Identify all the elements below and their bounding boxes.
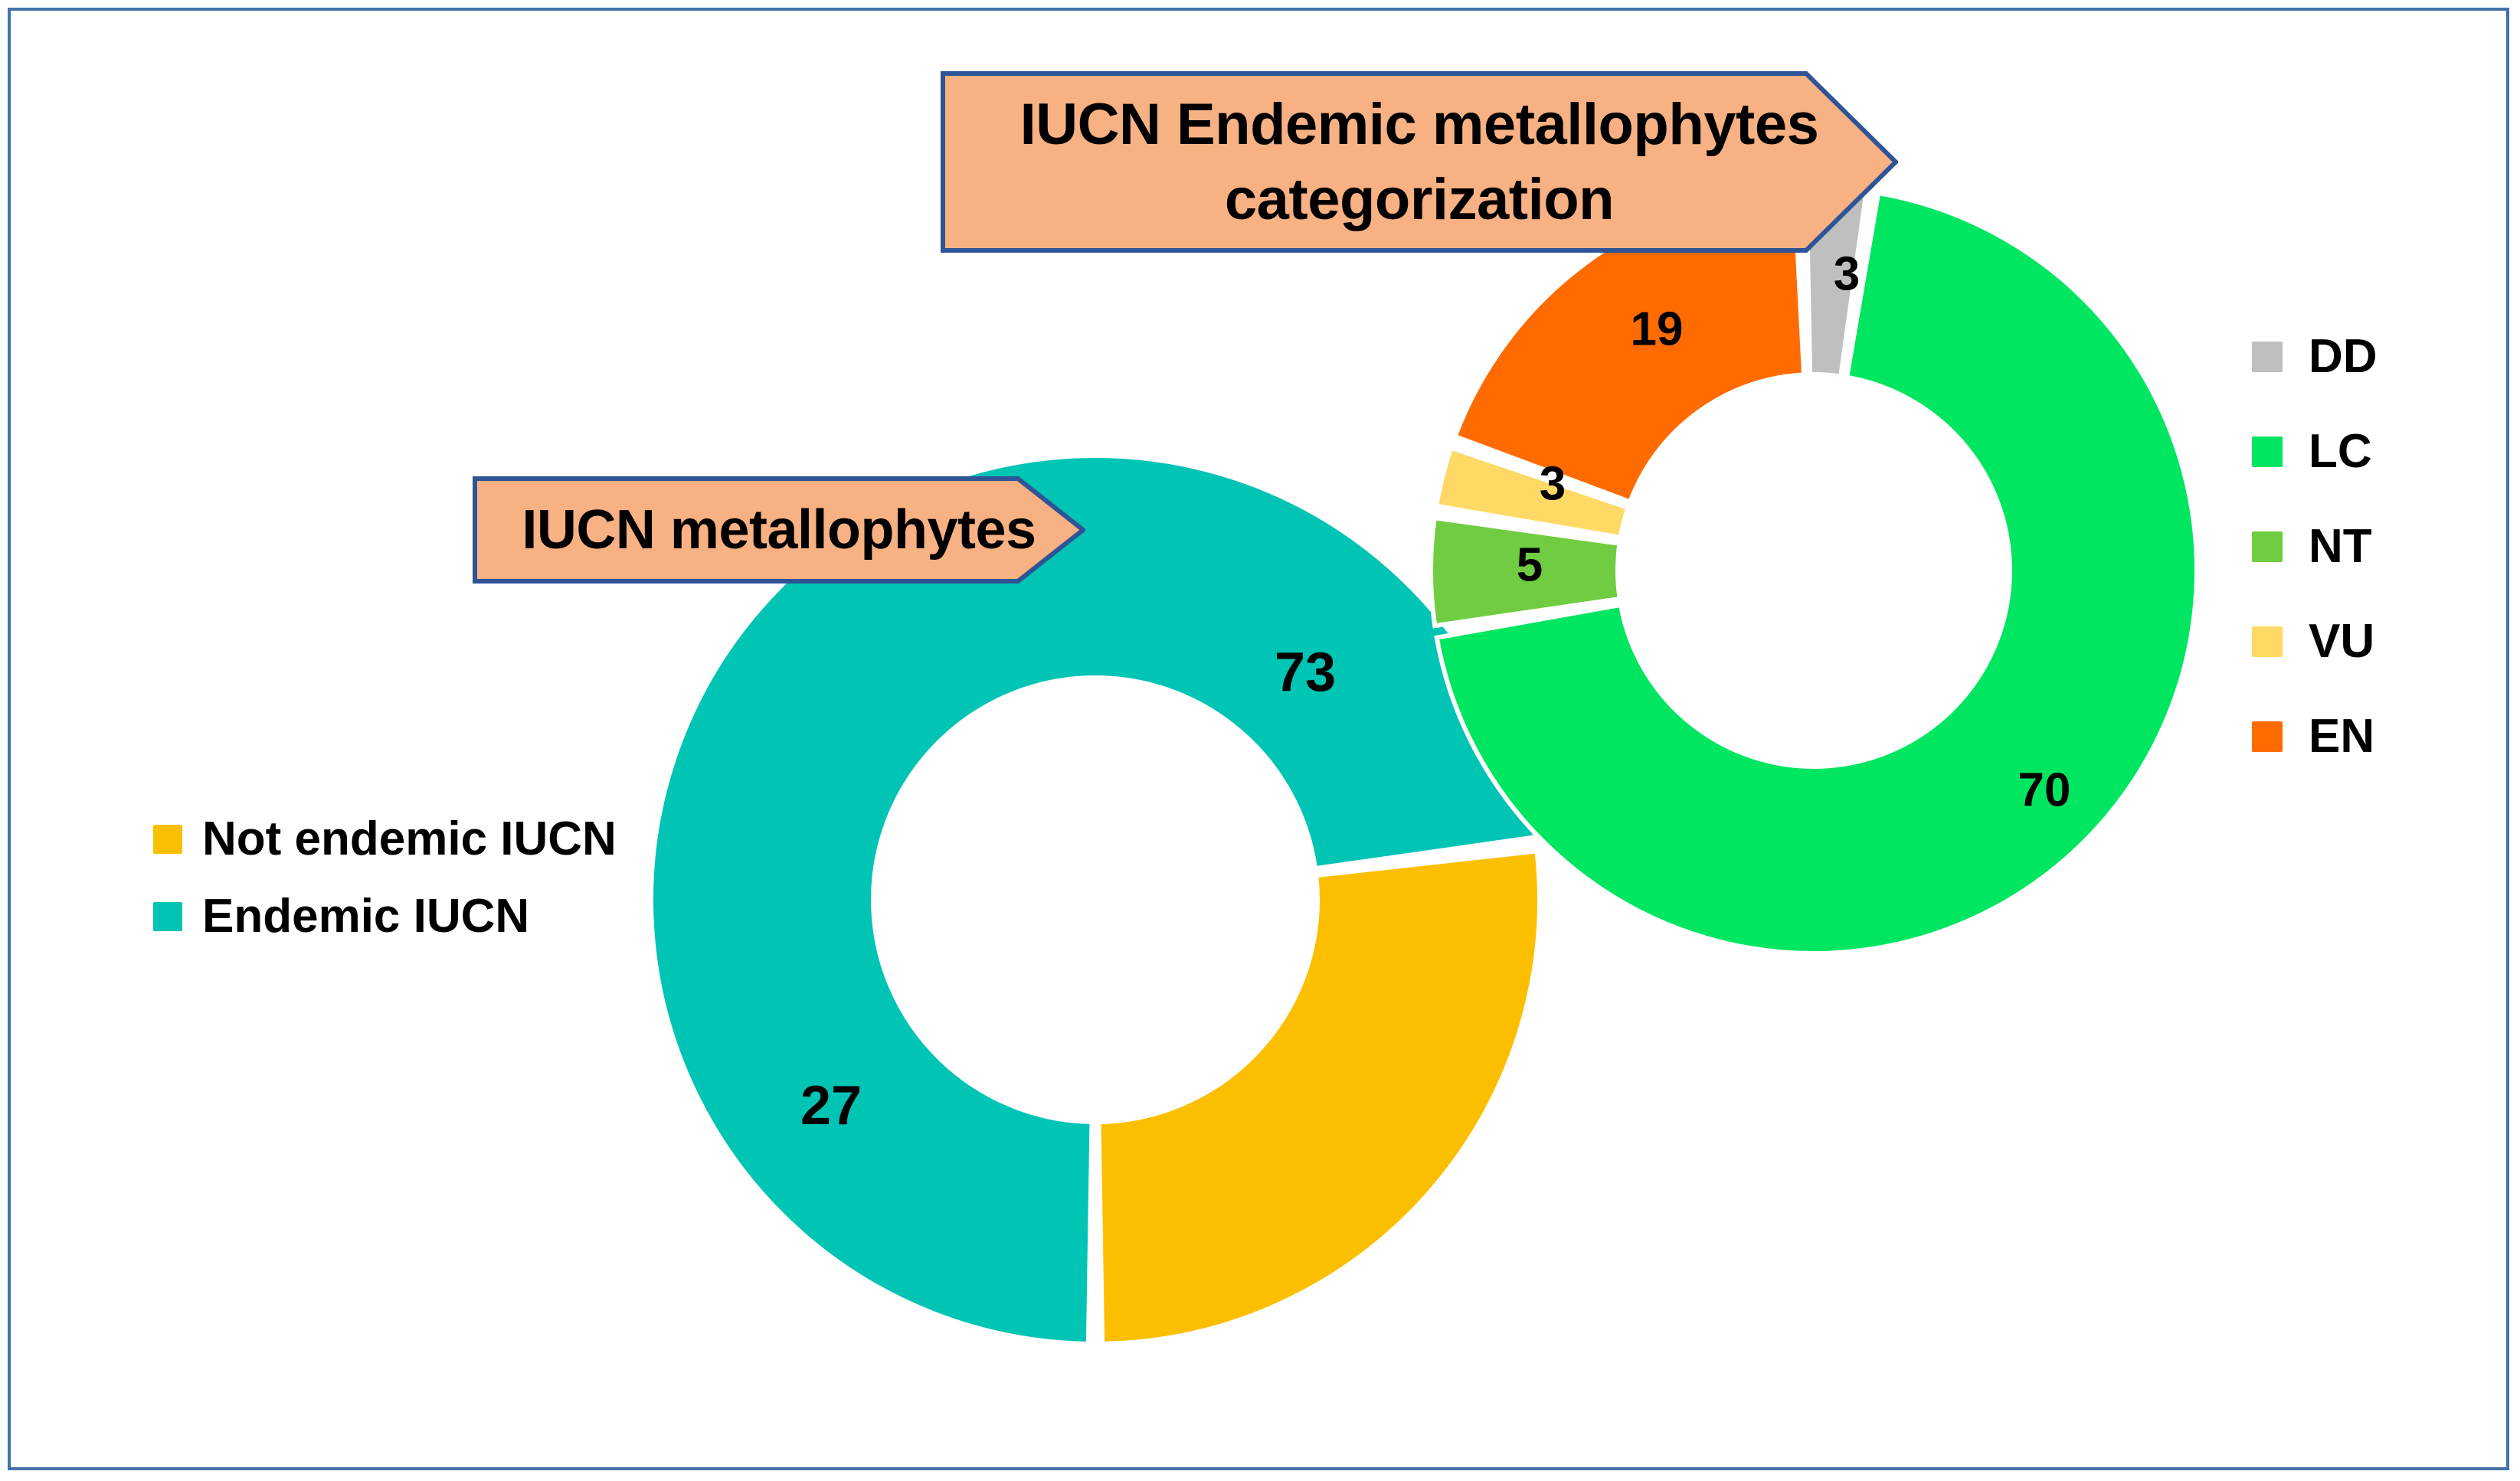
- legend-swatch-icon: [153, 901, 182, 931]
- slice-value-nt: 5: [1516, 538, 1543, 592]
- slice-value-lc: 70: [2018, 763, 2071, 817]
- legend-iucn-categories: DD LC NT VU EN: [2252, 329, 2378, 804]
- legend-right-label: LC: [2309, 425, 2372, 478]
- iucn-metallophytes-donut: [648, 453, 1542, 1346]
- legend-swatch-icon: [2252, 341, 2283, 372]
- banner-metallophytes-text: IUCN metallophytes: [473, 476, 1133, 584]
- banner-arrow-shape: [473, 476, 1085, 584]
- banner-endemic-categorization-line2: categorization: [1224, 166, 1615, 232]
- legend-right-item-en[interactable]: EN: [2252, 709, 2378, 763]
- legend-iucn-metallophytes: Not endemic IUCN Endemic IUCN: [153, 812, 617, 966]
- legend-swatch-icon: [2252, 721, 2283, 752]
- legend-right-label: NT: [2309, 520, 2372, 573]
- legend-swatch-icon: [2252, 531, 2283, 562]
- legend-swatch-icon: [2252, 436, 2283, 467]
- slice-value-vu: 3: [1539, 457, 1566, 511]
- donut-slice-vu[interactable]: [1433, 444, 1631, 541]
- legend-right-item-dd[interactable]: DD: [2252, 329, 2378, 384]
- legend-swatch-icon: [2252, 626, 2283, 657]
- slice-value-endemic-iucn: 73: [1274, 642, 1337, 703]
- banner-endemic-categorization-text: IUCN Endemic metallophytes categorizatio…: [941, 71, 1956, 253]
- legend-left-label: Not endemic IUCN: [202, 812, 617, 865]
- donut-slice-not-endemic-iucn[interactable]: [1096, 848, 1542, 1346]
- banner-metallophytes-line1: IUCN metallophytes: [522, 499, 1036, 561]
- legend-right-label: EN: [2309, 710, 2375, 763]
- legend-right-label: VU: [2309, 615, 2375, 668]
- donut-slice-endemic-iucn[interactable]: [648, 453, 1538, 1346]
- legend-right-item-nt[interactable]: NT: [2252, 519, 2378, 574]
- slice-value-dd: 3: [1833, 247, 1861, 301]
- banner-endemic-categorization: IUCN Endemic metallophytes categorizatio…: [941, 71, 1898, 253]
- banner-metallophytes: IUCN metallophytes: [473, 476, 1085, 584]
- legend-right-label: DD: [2309, 330, 2378, 383]
- donut-slice-lc[interactable]: [1434, 190, 2199, 956]
- legend-left-label: Endemic IUCN: [202, 890, 530, 943]
- legend-swatch-icon: [153, 824, 182, 854]
- donut-slice-nt[interactable]: [1429, 515, 1623, 629]
- slice-value-not-endemic-iucn: 27: [800, 1075, 862, 1136]
- slice-value-en: 19: [1630, 302, 1684, 356]
- legend-right-item-lc[interactable]: LC: [2252, 424, 2378, 479]
- legend-left-item-endemic-iucn[interactable]: Endemic IUCN: [153, 889, 617, 943]
- banner-arrow-shape: [941, 71, 1898, 253]
- legend-right-item-vu[interactable]: VU: [2252, 614, 2378, 669]
- iucn-endemic-categorization-donut: [1429, 185, 2199, 956]
- legend-left-item-not-endemic-iucn[interactable]: Not endemic IUCN: [153, 812, 617, 866]
- banner-endemic-categorization-line1: IUCN Endemic metallophytes: [1019, 92, 1819, 158]
